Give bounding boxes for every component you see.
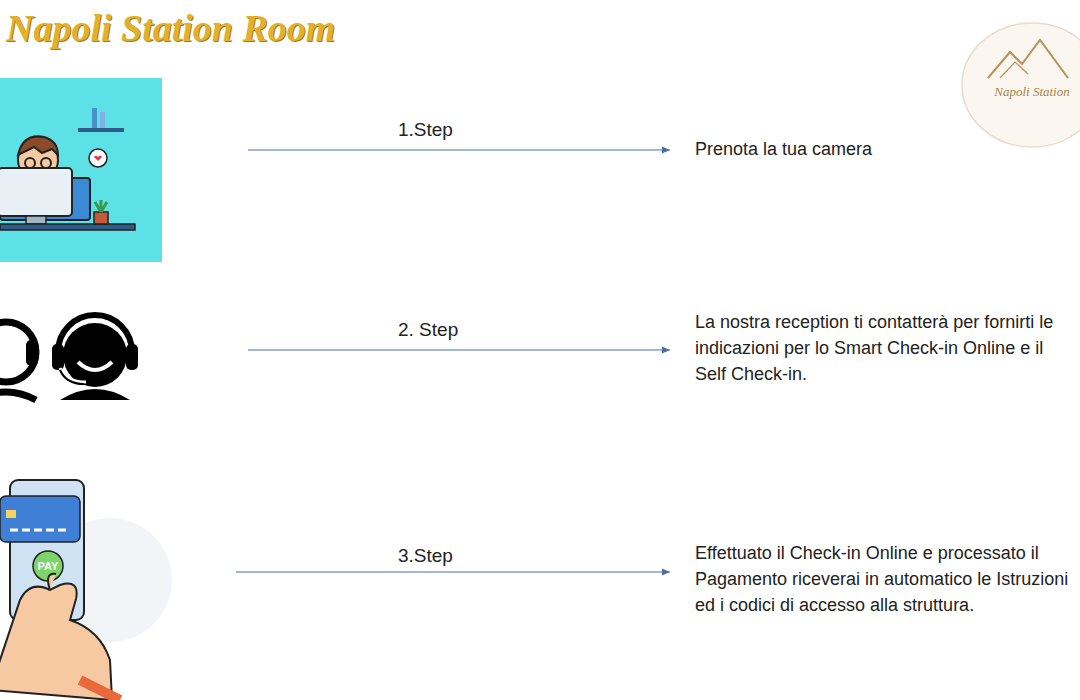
phone-payment-illustration (0, 480, 172, 700)
step-label: 1.Step (398, 119, 453, 141)
step-description: Prenota la tua camera (695, 136, 1070, 162)
step-label: 3.Step (398, 545, 453, 567)
headset-icons (0, 315, 138, 400)
step-label: 2. Step (398, 319, 458, 341)
step-description: Effettuato il Check-in Online e processa… (695, 540, 1070, 618)
title-text: Napoli Station Room (6, 6, 335, 50)
computer-illustration (0, 78, 162, 262)
pay-button-text: PAY (38, 560, 59, 572)
step-description: La nostra reception ti contatterà per fo… (695, 309, 1070, 387)
logo (962, 23, 1080, 147)
logo-text: Napoli Station (994, 84, 1069, 100)
step-arrows (236, 150, 670, 572)
